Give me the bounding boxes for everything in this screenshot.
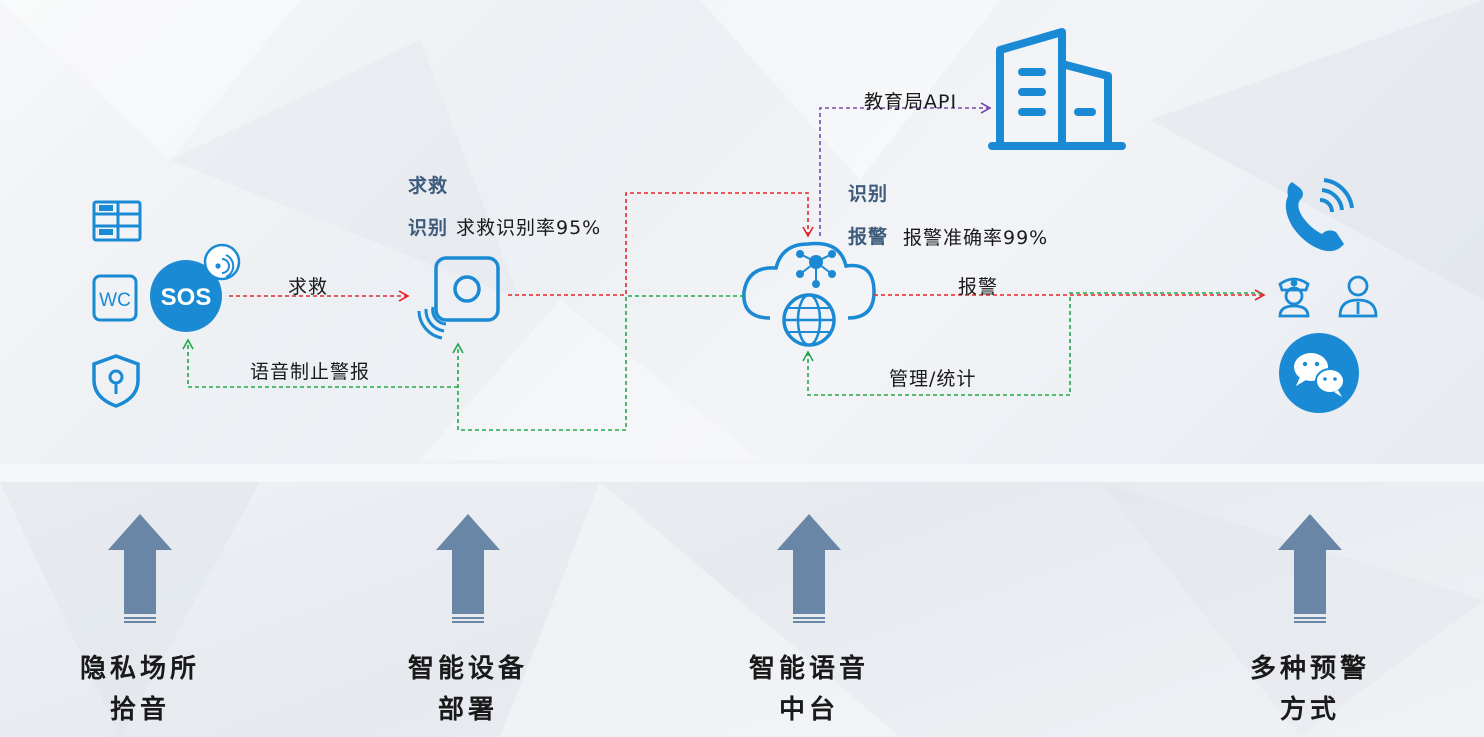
wechat-icon — [1279, 333, 1359, 413]
bottom-panel — [0, 482, 1484, 737]
police-icon — [1278, 277, 1310, 318]
svg-text:WC: WC — [99, 290, 131, 311]
stage-caption-line2: 方式 — [1279, 695, 1340, 725]
stage-caption-line2: 拾音 — [109, 695, 170, 725]
up-arrow-icon — [436, 514, 500, 623]
up-arrow-icon — [108, 514, 172, 623]
shield-lock-icon — [92, 354, 140, 408]
bunk-bed-icon — [92, 200, 142, 242]
alarm-label-bold: 报警 — [848, 226, 889, 248]
stage-caption-line1: 智能设备 — [407, 654, 528, 684]
stage-caption-device: 智能设备 部署 — [368, 649, 568, 731]
voice-stop-alarm-label: 语音制止警报 — [250, 361, 371, 383]
seek-help-rate: 求救识别率95% — [456, 217, 602, 239]
identify-label-a: 识别 — [408, 217, 449, 239]
stage-caption-line2: 部署 — [437, 695, 498, 725]
stage-caption-line2: 中台 — [778, 695, 839, 725]
staff-icon — [1338, 275, 1378, 318]
stage-caption-line1: 隐私场所 — [79, 654, 200, 684]
phone-icon — [1285, 178, 1354, 252]
seek-help-label: 求救 — [288, 276, 329, 298]
up-arrow-icon — [1278, 514, 1342, 623]
building-icon — [988, 28, 1126, 150]
sos-icon: SOS — [150, 243, 241, 332]
edu-bureau-api-label: 教育局API — [864, 91, 958, 113]
purple-flow-cloud-to-bureau — [819, 102, 992, 236]
alarm-flow-label: 报警 — [958, 276, 999, 298]
smart-device-icon — [417, 256, 500, 340]
red-flow-device-to-cloud — [508, 192, 814, 296]
alarm-accuracy-rate: 报警准确率99% — [903, 227, 1049, 249]
green-flow-alarms-to-cloud — [802, 292, 1262, 396]
identify-label-b: 识别 — [848, 183, 889, 205]
green-flow-cloud-to-device — [452, 295, 744, 431]
svg-text:SOS: SOS — [161, 284, 212, 311]
up-arrow-icon — [777, 514, 841, 623]
cloud-platform-icon — [742, 241, 876, 347]
stage-caption-pickup: 隐私场所 拾音 — [40, 649, 240, 731]
manage-stats-label: 管理/统计 — [889, 368, 977, 390]
green-flow-device-to-sos — [182, 338, 458, 388]
stage-caption-line1: 多种预警 — [1249, 654, 1370, 684]
stage-caption-alerts: 多种预警 方式 — [1210, 649, 1410, 731]
seek-help-title: 求救 — [408, 175, 449, 197]
wc-icon: WC — [92, 274, 138, 322]
stage-caption-line1: 智能语音 — [748, 654, 869, 684]
stage-caption-platform: 智能语音 中台 — [709, 649, 909, 731]
